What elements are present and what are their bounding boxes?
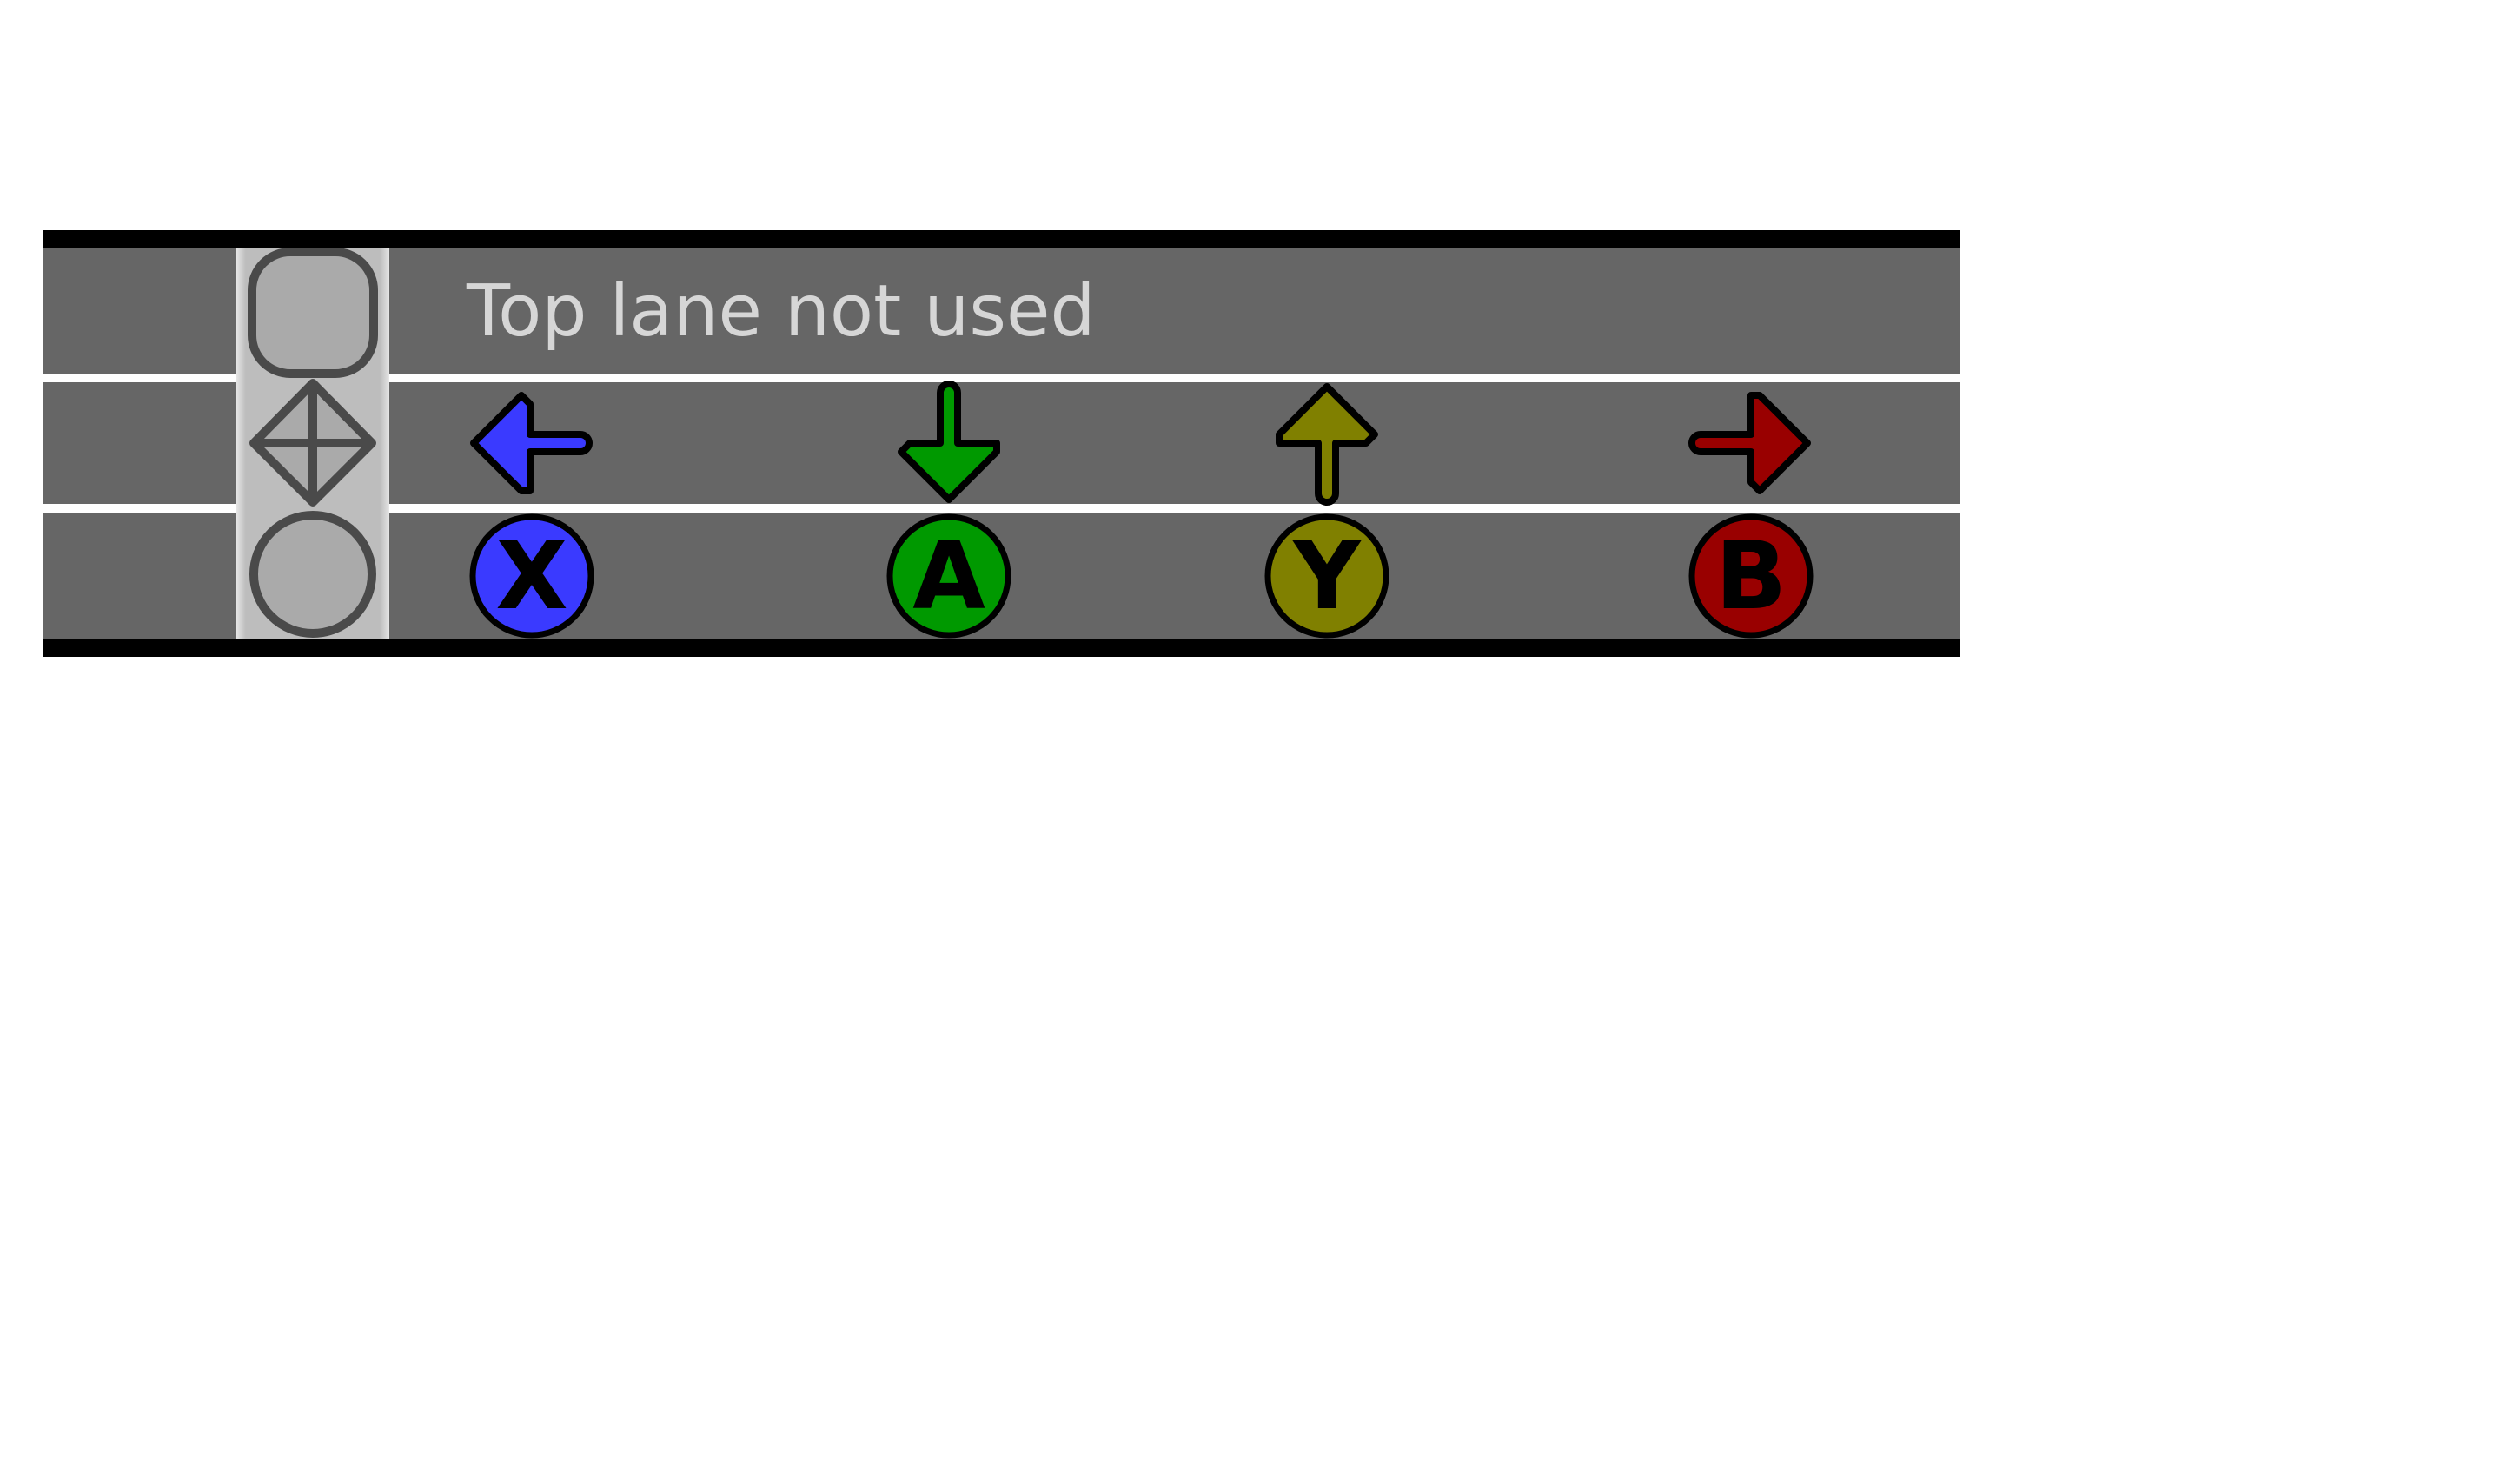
top-lane-message: Top lane not used	[466, 270, 1096, 353]
a-button: A	[886, 513, 1011, 639]
top-border	[43, 230, 1960, 248]
x-button: X	[469, 513, 594, 639]
y-button-label: Y	[1291, 522, 1363, 631]
b-button-label: B	[1715, 522, 1787, 631]
lane-separator-2	[43, 504, 1960, 513]
rounded-square-icon	[248, 248, 378, 378]
y-button: Y	[1264, 513, 1389, 639]
lane-separator-1	[43, 374, 1960, 382]
circle-button-icon	[249, 511, 376, 638]
arrow-up-icon	[1276, 383, 1378, 506]
arrow-down-icon	[898, 381, 1000, 503]
dpad-diamond-icon	[249, 379, 376, 507]
bottom-border	[43, 639, 1960, 657]
arrow-right-icon	[1688, 392, 1811, 494]
x-button-label: X	[495, 522, 567, 631]
a-button-label: A	[912, 522, 985, 631]
b-button: B	[1688, 513, 1814, 639]
arrow-left-icon	[470, 392, 593, 494]
